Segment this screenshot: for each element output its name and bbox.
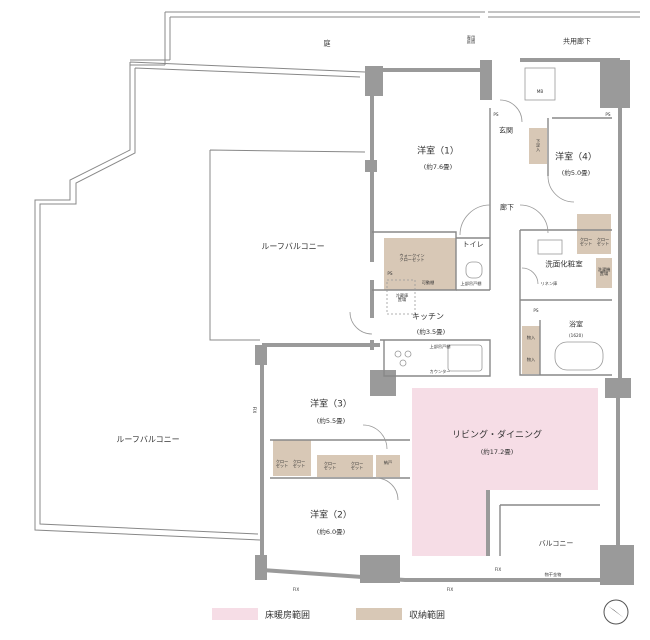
label-shoe-cabinet: 下足入 <box>536 138 542 152</box>
label-bathroom-size: (1620) <box>569 332 583 338</box>
legend-label-storage: 収納範囲 <box>409 611 446 621</box>
label-bathroom: 浴室 <box>569 320 583 329</box>
label-upper-shelf: 上部吊戸棚 <box>460 280 482 286</box>
label-roof-balcony-2: ルーフバルコニー <box>116 435 180 444</box>
label-ps-1: PS <box>493 111 499 117</box>
north-arrow-icon <box>603 599 629 625</box>
fixtures <box>386 67 604 372</box>
label-adjustable-shelf: 可動棚 <box>421 279 435 285</box>
column-blocks <box>255 60 634 585</box>
storage-regions <box>273 128 612 477</box>
label-room-2: 洋室（2） <box>310 510 352 521</box>
label-room-4: 洋室（4） <box>555 152 597 163</box>
label-fix-2: FIX <box>446 586 454 592</box>
label-fix-4: FIX <box>494 566 502 572</box>
label-mb: MB <box>536 88 544 94</box>
label-fix-1: FIX <box>292 586 300 592</box>
label-closet-2b: クロー ゼット <box>350 460 364 470</box>
label-ps-3: PS <box>387 270 393 276</box>
label-storeroom: 納戸 <box>383 459 393 465</box>
label-walkin-closet: ウォークイン クローゼット <box>399 252 425 262</box>
label-storage-1: 物入 <box>526 334 536 340</box>
label-toilet: トイレ <box>462 240 484 249</box>
label-closet-4a: クロー ゼット <box>579 236 593 246</box>
label-room-3: 洋室（3） <box>310 399 352 410</box>
label-washroom: 洗面化粧室 <box>545 259 583 269</box>
garden-area <box>130 11 640 66</box>
label-living-dining-area: (約17.2畳) <box>480 447 514 456</box>
label-room-1: 洋室（1） <box>417 146 459 157</box>
label-upper-cabinet: 上部吊戸棚 <box>429 343 451 349</box>
label-room-2-area: (約6.0畳) <box>316 527 346 536</box>
label-room-1-area: (約7.6畳) <box>423 162 453 171</box>
label-garden: 庭 <box>323 39 331 48</box>
label-ps-4: PS <box>533 307 539 313</box>
label-ps-2: PS <box>605 111 611 117</box>
label-roof-balcony-1: ルーフバルコニー <box>261 242 325 251</box>
label-storage-2: 物入 <box>526 356 536 362</box>
roof-balcony-outline <box>34 61 366 541</box>
legend-label-floor-heating: 床暖房範囲 <box>265 611 311 621</box>
legend-swatch-storage <box>356 608 402 620</box>
label-closet-3b: クロー ゼット <box>292 458 306 468</box>
label-kitchen-area: (約3.5畳) <box>416 327 446 336</box>
label-closet-3a: クロー ゼット <box>275 458 289 468</box>
legend-swatch-floor-heating <box>212 608 258 620</box>
label-common-corridor: 共用廊下 <box>563 37 591 46</box>
label-counter: カウンター <box>429 368 451 374</box>
label-room-3-area: (約5.5畳) <box>316 416 346 425</box>
floor-heating-region <box>412 388 598 556</box>
label-entrance: 玄関 <box>499 126 513 135</box>
label-private-garden: 専用 庭園 <box>466 34 476 44</box>
door-swings <box>349 99 575 501</box>
label-washing-machine: 洗濯機 置場 <box>597 266 611 276</box>
label-kitchen: キッチン <box>412 312 444 321</box>
label-hallway: 廊下 <box>500 203 514 212</box>
label-linen: リネン庫 <box>540 280 558 286</box>
partitions <box>270 108 612 556</box>
label-fridge-space: 冷蔵庫 置場 <box>395 292 409 302</box>
label-room-4-area: (約5.0畳) <box>561 168 591 177</box>
label-clothes-drying: 物干金物 <box>544 571 562 577</box>
label-balcony: バルコニー <box>538 539 574 548</box>
label-closet-4b: クロー ゼット <box>596 236 610 246</box>
label-fix-3: FIX <box>252 406 258 414</box>
label-living-dining: リビング・ダイニング <box>451 430 543 441</box>
label-closet-2a: クロー ゼット <box>323 460 337 470</box>
